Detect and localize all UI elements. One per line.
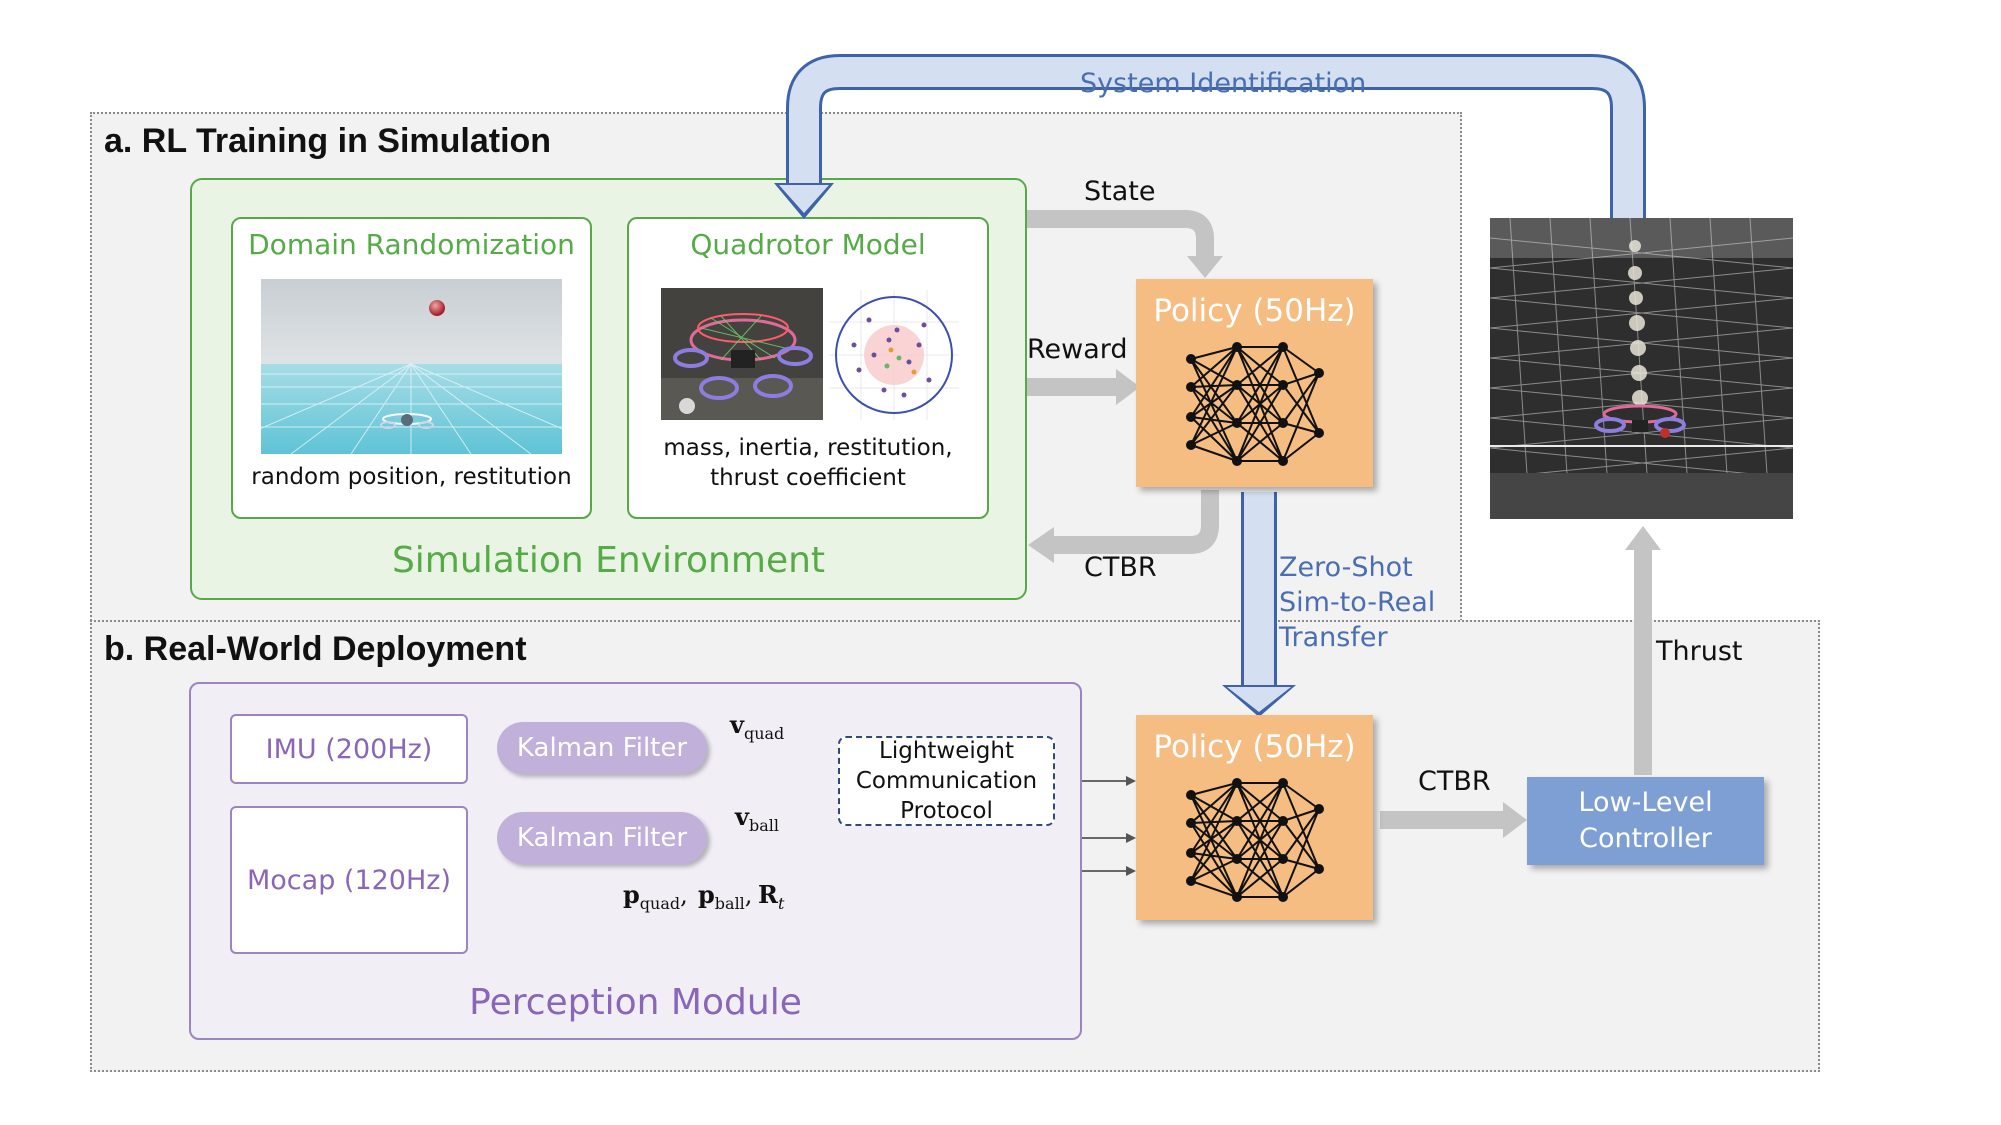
state-label: State	[1084, 176, 1156, 207]
simulation-environment-label: Simulation Environment	[391, 540, 826, 581]
domain-randomization-caption: random position, restitution	[251, 464, 572, 490]
kalman-filter-2: Kalman Filter	[497, 812, 707, 864]
zero-shot-label-3: Transfer	[1279, 622, 1388, 653]
section-a-title: a. RL Training in Simulation	[104, 122, 552, 160]
system-identification-label: System Identification	[1080, 68, 1367, 99]
neural-network-icon	[1186, 778, 1324, 902]
comm-line-3: Protocol	[900, 798, 993, 824]
p-ball-label: pball,	[698, 880, 753, 913]
low-level-controller: Low-Level Controller	[1527, 777, 1764, 865]
comm-line-2: Communication	[855, 768, 1038, 794]
low-level-line-2: Controller	[1579, 823, 1712, 854]
ctbr-top-label: CTBR	[1084, 552, 1157, 583]
imu-box: IMU (200Hz)	[230, 714, 468, 784]
v-ball-label: vball	[735, 802, 779, 835]
section-b-title: b. Real-World Deployment	[104, 630, 527, 668]
perception-module-label: Perception Module	[469, 982, 802, 1023]
v-quad-label: vquad	[730, 710, 785, 743]
simulation-render-image	[261, 279, 562, 454]
policy-top-title: Policy (50Hz)	[1153, 293, 1356, 329]
comm-line-1: Lightweight	[879, 738, 1014, 764]
policy-bottom-title: Policy (50Hz)	[1153, 729, 1356, 765]
ctbr-bottom-label: CTBR	[1418, 766, 1491, 797]
reward-label: Reward	[1027, 334, 1128, 365]
quadrotor-model-title: Quadrotor Model	[690, 228, 926, 261]
p-quad-label: pquad,	[623, 880, 688, 913]
mocap-box: Mocap (120Hz)	[230, 806, 468, 954]
drone-icon	[380, 413, 434, 429]
zero-shot-label-1: Zero-Shot	[1279, 552, 1413, 583]
zero-shot-label-2: Sim-to-Real	[1279, 587, 1436, 618]
policy-top: Policy (50Hz)	[1136, 279, 1373, 487]
neural-network-icon	[1186, 342, 1324, 466]
low-level-line-1: Low-Level	[1578, 787, 1713, 818]
communication-protocol-box: Lightweight Communication Protocol	[838, 736, 1055, 826]
r-t-label: Rt	[758, 880, 785, 913]
thrust-label: Thrust	[1656, 636, 1743, 667]
policy-bottom: Policy (50Hz)	[1136, 715, 1373, 920]
real-world-photo	[1490, 218, 1793, 519]
kalman-filter-1: Kalman Filter	[497, 722, 707, 774]
quadrotor-model-caption-1: mass, inertia, restitution,	[663, 435, 953, 461]
domain-randomization-title: Domain Randomization	[248, 228, 575, 261]
inertia-scatter-plot	[829, 290, 959, 420]
quadrotor-photo	[661, 288, 823, 420]
quadrotor-model-caption-2: thrust coefficient	[710, 465, 906, 491]
